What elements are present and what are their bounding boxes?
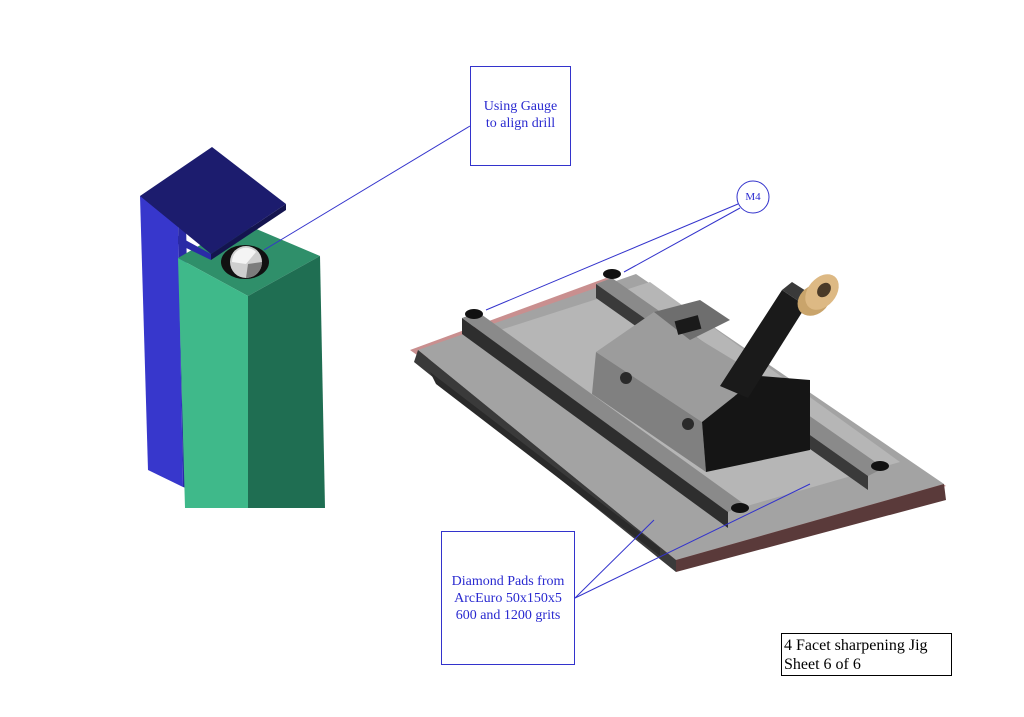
screw-icon: [603, 269, 621, 279]
m4-leader-right: [623, 207, 741, 273]
screw-icon: [871, 461, 889, 471]
leader-lines: [263, 125, 811, 599]
screw-icon: [731, 503, 749, 513]
base-foot: [430, 372, 660, 556]
gauge-top-plate: [140, 147, 286, 254]
tool-holder: [720, 290, 806, 398]
pads-callout-line3: 600 and 1200 grits: [455, 608, 561, 623]
carriage-top: [596, 312, 760, 422]
screw-icon: [465, 309, 483, 319]
gauge-callout-line1: Using Gauge: [483, 99, 558, 114]
gauge-leader: [263, 125, 471, 251]
sheet-number: Sheet 6 of 6: [784, 656, 861, 673]
m4-callout-label: M4: [745, 191, 761, 203]
gauge-top-plate-edge: [211, 204, 286, 260]
gauge-top-plate-front: [178, 236, 211, 260]
m4-callout-circle: [736, 180, 770, 214]
block-front-face: [178, 258, 248, 508]
drawing-title: 4 Facet sharpening Jig: [784, 637, 928, 654]
m4-screws: [465, 269, 889, 513]
m4-leader-left: [485, 203, 739, 311]
pads-leader-right: [574, 483, 811, 599]
front-rail-side: [462, 318, 728, 528]
carriage-bolt-icon: [682, 418, 694, 430]
sharpening-jig: [410, 269, 946, 572]
ball-highlight: [231, 247, 256, 264]
diamond-pads-callout: Diamond Pads from ArcEuro 50x150x5 600 a…: [441, 531, 575, 665]
bushing-bore: [817, 282, 831, 298]
square-slot: [674, 315, 702, 335]
carriage-side: [702, 376, 810, 472]
gauge-callout: Using Gauge to align drill: [470, 66, 571, 166]
gauge-side-face: [140, 196, 183, 487]
carriage-front: [592, 352, 706, 472]
pads-callout-line2: ArcEuro 50x150x5: [454, 591, 562, 606]
front-rail-top: [462, 312, 744, 512]
drill-guide-block: [140, 147, 325, 508]
ball-shadow: [246, 262, 262, 278]
gauge-callout-line2: to align drill: [485, 116, 556, 131]
carriage-bolt-icon: [620, 372, 632, 384]
block-side-face: [248, 256, 325, 508]
pads-callout-line1: Diamond Pads from: [451, 574, 565, 589]
title-block: 4 Facet sharpening Jig Sheet 6 of 6: [781, 633, 952, 676]
base-plate-side: [676, 484, 946, 572]
pads-leader-left: [574, 519, 655, 599]
